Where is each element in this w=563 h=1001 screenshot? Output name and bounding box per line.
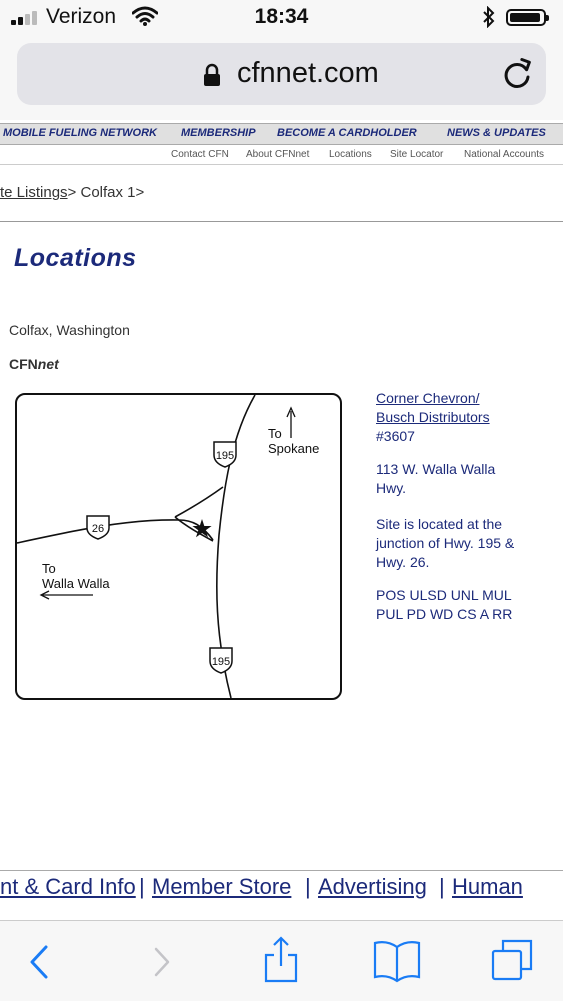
- breadcrumb-current: Colfax 1: [76, 184, 136, 201]
- site-number: #3607: [376, 428, 415, 444]
- footer-link-member-store[interactable]: Member Store: [152, 874, 292, 899]
- shield-195-north-label: 195: [216, 450, 234, 462]
- tabs-icon[interactable]: [488, 935, 538, 985]
- to-spokane-label-1: To: [268, 426, 282, 441]
- site-description-line1: Site is located at the: [376, 516, 503, 532]
- cellular-signal-icon: [11, 11, 41, 25]
- to-walla-walla-label-1: To: [42, 561, 56, 576]
- subnav-national-accounts[interactable]: National Accounts: [464, 149, 545, 160]
- address-bar[interactable]: cfnnet.com: [17, 43, 546, 105]
- location-city: Colfax, Washington: [9, 322, 130, 338]
- page-title: Locations: [14, 244, 137, 272]
- wifi-icon: [132, 6, 158, 26]
- main-navigation: MOBILE FUELING NETWORK MEMBERSHIP BECOME…: [0, 123, 563, 145]
- subnav-contact-cfn[interactable]: Contact CFN: [171, 149, 229, 160]
- footer-link-human[interactable]: Human: [452, 874, 523, 899]
- to-walla-walla-label-2: Walla Walla: [42, 576, 110, 591]
- url-text: cfnnet.com: [237, 57, 379, 89]
- nav-become-a-cardholder[interactable]: BECOME A CARDHOLDER: [277, 127, 417, 139]
- browser-toolbar: [0, 920, 563, 1001]
- nav-mobile-fueling-network[interactable]: MOBILE FUELING NETWORK: [3, 127, 157, 139]
- highway-195-north-shield-icon: [213, 441, 237, 468]
- site-info: Corner Chevron/ Busch Distributors #3607…: [376, 389, 556, 624]
- nav-news-updates[interactable]: NEWS & UPDATES: [447, 127, 546, 139]
- sub-navigation: Contact CFN About CFNnet Locations Site …: [0, 146, 563, 165]
- footer-links: nt & Card Info | Member Store | Advertis…: [0, 870, 563, 921]
- bluetooth-icon: [483, 6, 495, 28]
- forward-icon[interactable]: [136, 935, 186, 985]
- site-services-line2: PUL PD WD CS A RR: [376, 606, 513, 622]
- subnav-about-cfnnet[interactable]: About CFNnet: [246, 149, 310, 160]
- site-name-link-line2[interactable]: Busch Distributors: [376, 409, 490, 425]
- breadcrumb: te Listings> Colfax 1>: [0, 184, 145, 201]
- site-address-line1: 113 W. Walla Walla: [376, 461, 496, 477]
- browser-url-area: cfnnet.com: [0, 36, 563, 120]
- subnav-site-locator[interactable]: Site Locator: [390, 149, 444, 160]
- location-map: 195 195 26 To Spokane To Walla Walla: [15, 393, 342, 700]
- highway-195-south-shield-icon: [209, 647, 233, 674]
- share-icon[interactable]: [256, 935, 306, 985]
- site-description-line2: junction of Hwy. 195 &: [376, 535, 515, 551]
- site-star-icon: [192, 519, 212, 538]
- lock-icon: [204, 63, 220, 86]
- battery-icon: [506, 9, 549, 26]
- status-bar: Verizon 18:34: [0, 0, 563, 36]
- to-spokane-label-2: Spokane: [268, 441, 319, 456]
- subnav-locations[interactable]: Locations: [329, 149, 372, 160]
- breadcrumb-site-listings-link[interactable]: te Listings: [0, 184, 68, 201]
- back-icon[interactable]: [14, 935, 64, 985]
- bookmarks-icon[interactable]: [372, 935, 422, 985]
- nav-membership[interactable]: MEMBERSHIP: [181, 127, 256, 139]
- site-address-line2: Hwy.: [376, 480, 407, 496]
- shield-195-south-label: 195: [212, 656, 230, 668]
- map-drawing: 195 195 26 To Spokane To Walla Walla: [17, 395, 319, 698]
- clock: 18:34: [254, 5, 309, 28]
- shield-26-label: 26: [92, 523, 104, 535]
- highway-26-shield-icon: [86, 515, 110, 540]
- cfnnet-label: CFNnet: [9, 356, 59, 372]
- carrier-name: Verizon: [46, 5, 117, 28]
- site-name-link-line1[interactable]: Corner Chevron/: [376, 390, 480, 406]
- divider: [0, 221, 563, 222]
- reload-icon[interactable]: [501, 57, 533, 91]
- site-services-line1: POS ULSD UNL MUL: [376, 587, 512, 603]
- footer-link-card-info[interactable]: nt & Card Info: [0, 874, 136, 899]
- footer-link-advertising[interactable]: Advertising: [318, 874, 427, 899]
- site-description-line3: Hwy. 26.: [376, 554, 430, 570]
